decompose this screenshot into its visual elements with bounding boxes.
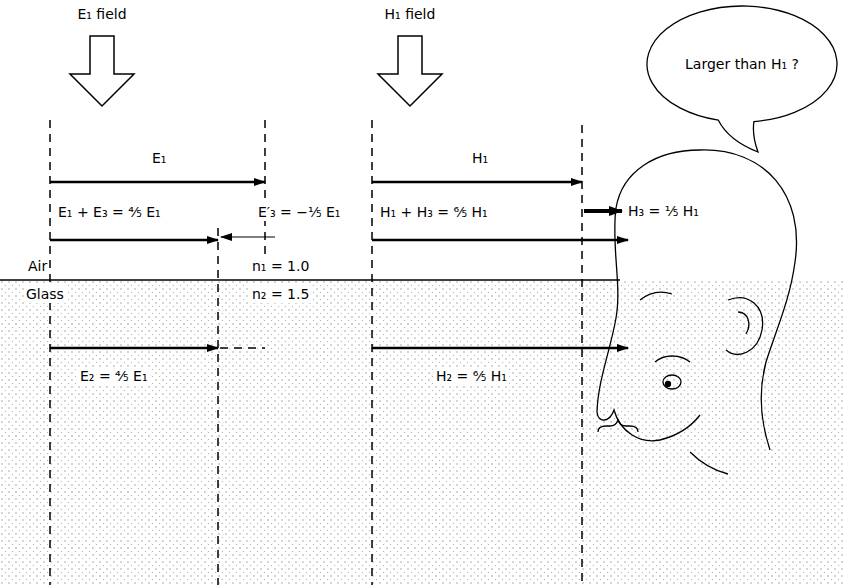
field-label: H₁ + H₃ = ⁶⁄₅ H₁ (378, 203, 490, 221)
field-label: E₁ field (75, 5, 128, 23)
field-label: E₁ + E₃ = ⁴⁄₅ E₁ (56, 203, 163, 221)
reflected-e-vector (221, 236, 275, 237)
glass-region (0, 281, 844, 585)
field-vectors (50, 182, 628, 348)
field-label: Air (26, 257, 49, 275)
field-label: n₁ = 1.0 (250, 257, 311, 275)
guide-lines (50, 120, 582, 585)
speech-bubble: Larger than H₁ ? (645, 4, 839, 156)
field-label: H₃ = ¹⁄₅ H₁ (626, 202, 701, 220)
field-label: H₁ (470, 149, 490, 167)
interface-line (0, 279, 620, 281)
bubble-shape (647, 6, 837, 152)
field-label: E₁ (150, 149, 168, 167)
field-label: E′₃ = −¹⁄₅ E₁ (256, 203, 342, 221)
bubble-outline (645, 4, 839, 156)
incident-arrow (70, 36, 134, 106)
field-label: E₂ = ⁴⁄₅ E₁ (78, 367, 150, 385)
field-label: n₂ = 1.5 (250, 285, 311, 303)
speech-text: Larger than H₁ ? (685, 55, 799, 73)
incident-arrow (378, 36, 442, 106)
onlooker-head (597, 150, 797, 474)
field-label: H₁ field (383, 5, 438, 23)
field-label: H₂ = ⁶⁄₅ H₁ (434, 367, 509, 385)
field-label: Glass (24, 285, 66, 303)
